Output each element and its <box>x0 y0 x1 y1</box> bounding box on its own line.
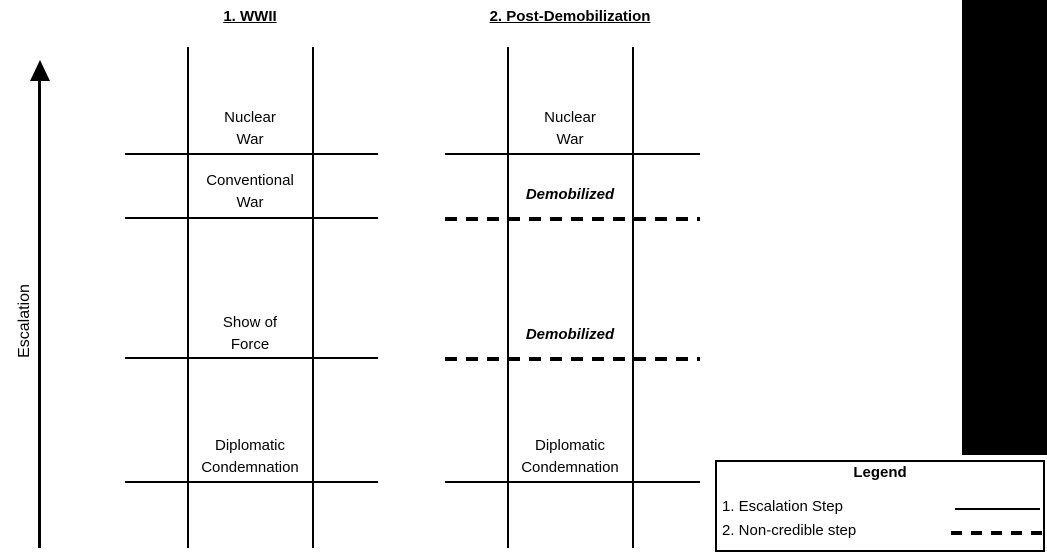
legend-solid-line-sample <box>955 508 1040 510</box>
ladder-rail <box>187 47 189 548</box>
up-arrow-icon <box>30 60 50 81</box>
level-label-nuclear-war: Nuclear War <box>224 109 276 148</box>
ladder-rail <box>632 47 634 548</box>
escalation-step-line <box>125 217 378 219</box>
redacted-area <box>962 0 1047 455</box>
level-label-show-of-force: Show of Force <box>222 314 278 353</box>
escalation-step-line <box>125 481 378 483</box>
legend-item-escalation-step: 1. Escalation Step <box>722 498 843 515</box>
non-credible-step-line <box>445 217 700 221</box>
level-label-diplomatic-condemnation: Diplomatic Condemnation <box>201 437 299 476</box>
escalation-step-line <box>445 481 700 483</box>
escalation-axis-label: Escalation <box>16 284 33 358</box>
level-label-diplomatic-condemnation: Diplomatic Condemnation <box>521 437 619 476</box>
non-credible-step-line <box>445 357 700 361</box>
escalation-step-line <box>125 357 378 359</box>
escalation-step-line <box>445 153 700 155</box>
ladder-post-demobilization-title: 2. Post-Demobilization <box>489 8 651 25</box>
escalation-step-line <box>125 153 378 155</box>
legend-dashed-line-sample <box>951 531 1043 535</box>
level-label-demobilized: Demobilized <box>525 326 615 343</box>
legend-title: Legend <box>853 464 907 481</box>
legend-box: Legend 1. Escalation Step 2. Non-credibl… <box>715 460 1045 552</box>
ladder-rail <box>507 47 509 548</box>
level-label-conventional-war: Conventional War <box>206 172 294 211</box>
ladder-wwii-title: 1. WWII <box>223 8 277 25</box>
up-arrow-shaft <box>38 78 41 548</box>
level-label-nuclear-war: Nuclear War <box>544 109 596 148</box>
legend-item-non-credible-step: 2. Non-credible step <box>722 522 857 539</box>
level-label-demobilized: Demobilized <box>525 186 615 203</box>
ladder-rail <box>312 47 314 548</box>
